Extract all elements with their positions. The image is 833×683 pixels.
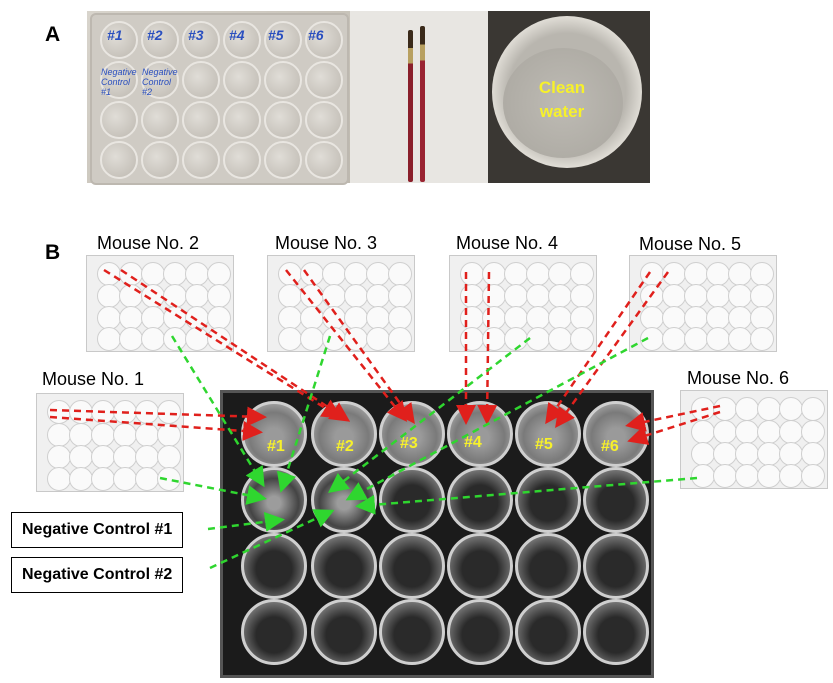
arrow-mouse6-b bbox=[627, 410, 721, 445]
handwritten-well-label: #3 bbox=[188, 27, 204, 43]
labeled-24-well-plate bbox=[90, 13, 349, 185]
green-arrow-mouse2 bbox=[170, 335, 265, 488]
mouse-plate-2 bbox=[86, 255, 234, 352]
handwritten-well-label: #4 bbox=[229, 27, 245, 43]
green-arrow-mouse5 bbox=[345, 336, 649, 501]
panel-a-letter: A bbox=[45, 23, 61, 46]
handwritten-negative-control-2: Negative Control #2 bbox=[142, 67, 178, 97]
sample-arrows bbox=[49, 268, 721, 445]
mouse-label-6: Mouse No. 6 bbox=[687, 368, 790, 388]
mouse-label-1: Mouse No. 1 bbox=[42, 369, 145, 389]
arrow-mouse2-b bbox=[120, 268, 351, 422]
arrow-mouse5-a bbox=[545, 271, 652, 425]
arrow-mouse1-b bbox=[49, 415, 263, 441]
control-arrows bbox=[159, 335, 698, 570]
green-arrow-mouse1 bbox=[159, 476, 267, 505]
panel-b-letter: B bbox=[45, 241, 61, 264]
mouse-label-3: Mouse No. 3 bbox=[275, 233, 378, 253]
well-number-4: #4 bbox=[464, 434, 482, 451]
green-arrow-mouse4 bbox=[328, 337, 531, 494]
green-arrow-mouse3 bbox=[276, 335, 332, 493]
paintbrush-1 bbox=[408, 30, 413, 182]
arrow-mouse2-a bbox=[103, 268, 343, 419]
well-number-6: #6 bbox=[601, 438, 619, 455]
clean-water-line-2: water bbox=[539, 102, 585, 121]
negative-control-2-label: Negative Control #2 bbox=[11, 557, 184, 593]
paintbrush-2 bbox=[420, 26, 425, 182]
well-number-1: #1 bbox=[267, 438, 285, 455]
arrow-mouse3-b bbox=[302, 269, 415, 425]
well-number-2: #2 bbox=[336, 438, 354, 455]
handwritten-well-label: #6 bbox=[308, 27, 324, 43]
clean-water-label: Clean water bbox=[512, 76, 612, 124]
mouse-plate-1 bbox=[36, 393, 184, 492]
negative-control-1-label: Negative Control #1 bbox=[11, 512, 184, 548]
arrow-mouse5-b bbox=[555, 271, 670, 429]
mouse-plate-6 bbox=[680, 390, 828, 489]
handwritten-well-label: #1 bbox=[107, 27, 123, 43]
green-arrow-mouse6 bbox=[355, 476, 698, 515]
water-cup-inner bbox=[503, 48, 623, 158]
well-number-5: #5 bbox=[535, 436, 553, 453]
clean-water-line-1: Clean bbox=[538, 78, 586, 97]
mouse-plate-4 bbox=[449, 255, 597, 352]
handwritten-well-label: #5 bbox=[268, 27, 284, 43]
mouse-plate-3 bbox=[267, 255, 415, 352]
green-arrow-control-1 bbox=[207, 511, 285, 532]
arrow-mouse3-a bbox=[285, 269, 408, 422]
handwritten-negative-control-1: Negative Control #1 bbox=[101, 67, 137, 97]
green-arrow-control-2 bbox=[209, 509, 335, 570]
mouse-plate-5 bbox=[629, 255, 777, 352]
mouse-label-4: Mouse No. 4 bbox=[456, 233, 559, 253]
arrow-mouse6-a bbox=[625, 404, 721, 432]
arrow-mouse4-b bbox=[477, 271, 498, 425]
photo-towel-background bbox=[350, 11, 488, 183]
arrow-mouse1-a bbox=[49, 406, 267, 427]
mouse-label-2: Mouse No. 2 bbox=[97, 233, 200, 253]
mouse-label-5: Mouse No. 5 bbox=[639, 234, 742, 254]
well-number-3: #3 bbox=[400, 435, 418, 452]
handwritten-well-label: #2 bbox=[147, 27, 163, 43]
